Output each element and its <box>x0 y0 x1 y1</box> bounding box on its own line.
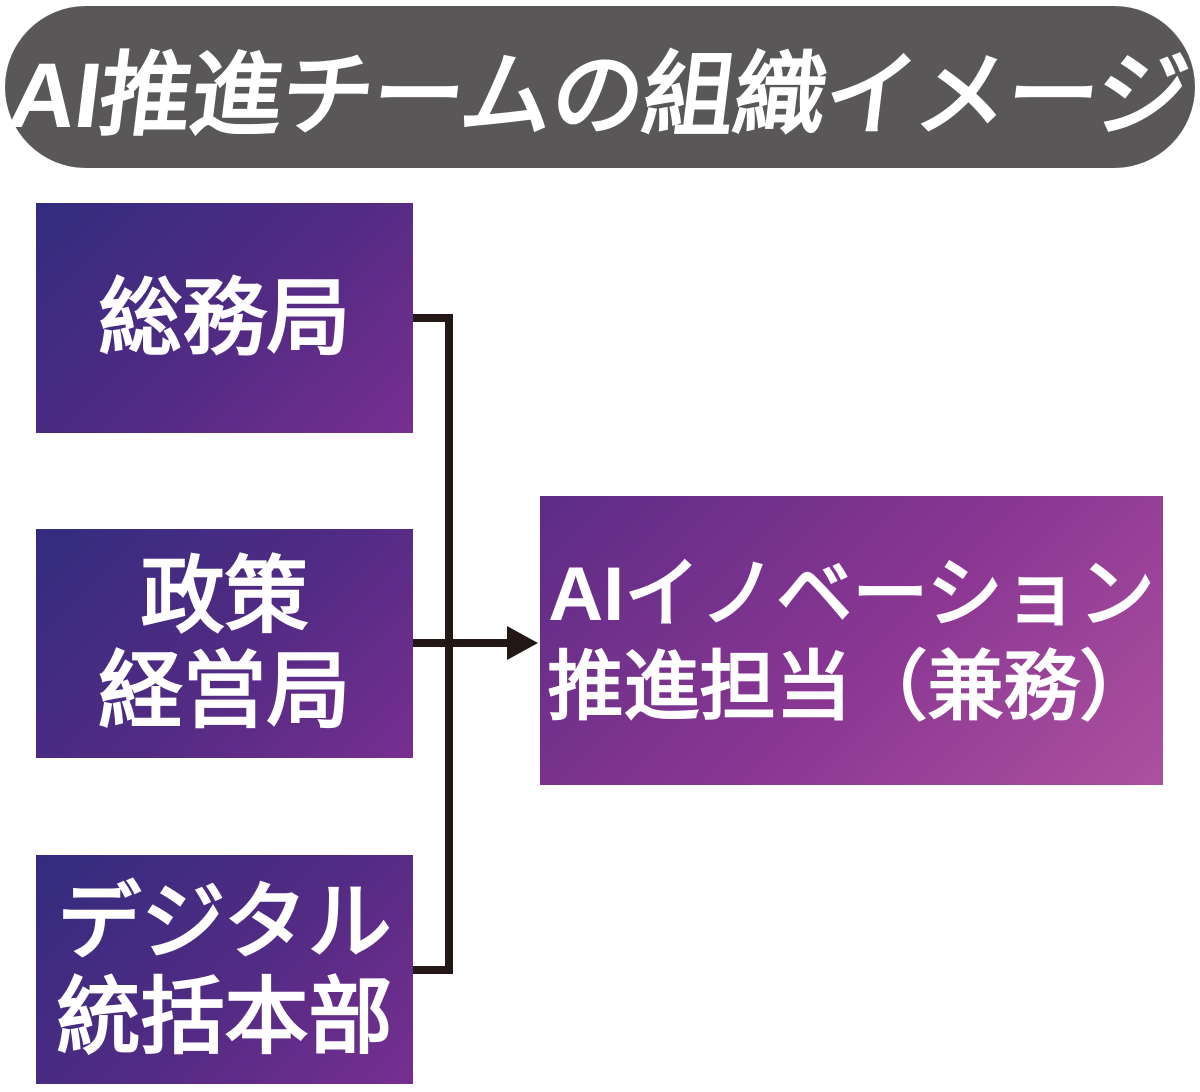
connector-top-horizontal <box>413 314 453 322</box>
source-box-label-line1: 政策 <box>140 548 309 643</box>
connector-vertical-trunk <box>445 314 453 974</box>
source-box-label-line2: 経営局 <box>98 643 351 738</box>
source-box-label-line1: デジタル <box>57 874 392 969</box>
connector-bottom-horizontal <box>413 966 453 974</box>
target-box-label-line2: 推進担当（兼務） <box>547 644 1156 730</box>
target-box-label-line1: AIイノベーション <box>548 551 1155 637</box>
source-box-label: 総務局 <box>98 270 351 365</box>
target-box-ai-innovation: AIイノベーション 推進担当（兼務） <box>540 496 1163 785</box>
connector-middle-horizontal <box>413 639 509 647</box>
source-box-seisaku-keieikyoku: 政策 経営局 <box>36 529 413 758</box>
arrow-right-icon <box>507 626 538 660</box>
source-box-digital-toukatsu-honbu: デジタル 統括本部 <box>36 855 413 1084</box>
page-title: AI推進チームの組織イメージ <box>3 44 1194 147</box>
title-banner: AI推進チームの組織イメージ <box>3 6 1195 168</box>
source-box-label-line2: 統括本部 <box>56 969 393 1064</box>
source-box-soumukyoku: 総務局 <box>36 203 413 433</box>
